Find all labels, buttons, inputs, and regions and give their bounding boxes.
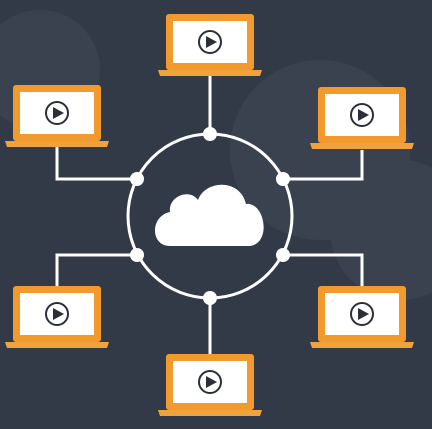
play-triangle	[358, 308, 369, 320]
laptop-base	[5, 342, 109, 348]
laptop-base	[310, 143, 414, 149]
laptop-base	[310, 342, 414, 348]
connector-upper-left	[55, 144, 137, 181]
play-triangle	[53, 308, 64, 320]
connection-dot	[276, 172, 290, 186]
play-icon	[198, 30, 222, 54]
laptop-icon[interactable]	[310, 286, 414, 348]
connection-dot	[130, 248, 144, 262]
play-icon	[350, 103, 374, 127]
connection-dot	[276, 248, 290, 262]
laptop-icon[interactable]	[5, 286, 109, 348]
play-triangle	[206, 376, 217, 388]
laptop-base	[158, 410, 262, 416]
background-blob	[330, 160, 432, 300]
devices	[5, 14, 414, 416]
play-triangle	[206, 36, 217, 48]
connector-lower-left	[55, 253, 137, 286]
connection-dot	[203, 291, 217, 305]
play-triangle	[53, 107, 64, 119]
laptop-base	[5, 141, 109, 147]
play-triangle	[358, 109, 369, 121]
connection-dot	[203, 127, 217, 141]
play-icon	[45, 101, 69, 125]
laptop-base	[158, 70, 262, 76]
play-icon	[198, 370, 222, 394]
laptop-icon[interactable]	[158, 354, 262, 416]
connector-lower-right	[283, 253, 364, 286]
laptop-icon[interactable]	[158, 14, 262, 76]
play-icon	[45, 302, 69, 326]
cloud-shape	[155, 184, 264, 246]
connection-dots	[130, 127, 290, 305]
laptop-icon[interactable]	[5, 85, 109, 147]
cloud-icon	[155, 184, 264, 246]
connector-upper-right	[283, 150, 364, 181]
connection-dot	[130, 172, 144, 186]
play-icon	[350, 302, 374, 326]
laptop-icon[interactable]	[310, 87, 414, 149]
